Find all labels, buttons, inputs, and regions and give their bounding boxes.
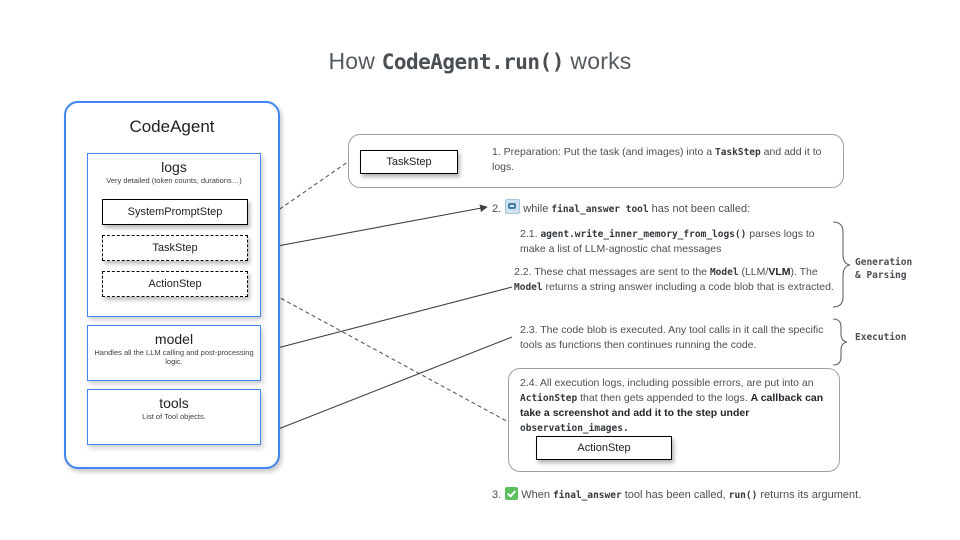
step24-text: 2.4. All execution logs, including possi… (520, 376, 830, 436)
step1-code-a: TaskStep (714, 147, 761, 158)
step22-bold-a: VLM (768, 266, 791, 278)
model-heading: model (154, 331, 194, 347)
step22-number: 2.2. (514, 266, 532, 278)
step23-text-a: The code blob is executed. Any tool call… (520, 324, 824, 351)
model-subtitle: Handles all the LLM calling and post-pro… (94, 348, 254, 367)
step24-code-a: ActionStep (520, 392, 578, 404)
step22-text-b: (LLM/ (738, 266, 769, 278)
step24-text-b: that then gets appended to the logs. (577, 391, 751, 404)
tools-subtitle: List of Tool objects. (142, 412, 206, 421)
step22-text: 2.2. These chat messages are sent to the… (514, 265, 834, 295)
step21-code-a: agent.write_inner_memory_from_logs() (540, 229, 747, 240)
codeagent-title: CodeAgent (129, 117, 215, 136)
page-title-code: CodeAgent.run() (381, 50, 565, 74)
step3-text-a: When (521, 489, 554, 501)
step21-number: 2.1. (520, 228, 538, 240)
step24-bold-code: observation_images. (520, 422, 629, 434)
step3-text: 3. When final_answer tool has been calle… (492, 487, 922, 504)
taskstep-badge[interactable]: TaskStep (360, 150, 458, 174)
actionstep-badge[interactable]: ActionStep (536, 436, 672, 460)
page-title-suffix: works (563, 48, 632, 74)
step3-code-a: final_answer (553, 490, 622, 501)
step24-text-a: All execution logs, including possible e… (537, 377, 814, 389)
step23-text: 2.3. The code blob is executed. Any tool… (520, 323, 838, 353)
step22-code-a: Model (709, 267, 739, 278)
logs-subtitle: Very detailed (token counts, durations…) (106, 176, 242, 185)
step24-number: 2.4. (520, 377, 538, 389)
step22-text-c: ). The (790, 266, 818, 278)
step2-number: 2. (492, 203, 502, 215)
side-label-generation: Generation & Parsing (855, 257, 913, 282)
model-card: model Handles all the LLM calling and po… (87, 325, 261, 381)
side-label-execution: Execution (855, 332, 907, 343)
step3-number: 3. (492, 489, 502, 501)
step1-panel (348, 134, 844, 188)
loop-icon (505, 199, 521, 214)
log-item-actionstep[interactable]: ActionStep (102, 271, 248, 297)
arrow-step23-to-tools (257, 336, 513, 439)
step21-text: 2.1. agent.write_inner_memory_from_logs(… (520, 227, 832, 257)
arrow-logs-to-step2 (255, 204, 488, 251)
step22-text-d: returns a string answer including a code… (542, 280, 834, 293)
step21-text-a: parses logs to make a list of LLM-agnost… (520, 228, 815, 255)
page-title: How CodeAgent.run() works (0, 48, 960, 75)
step3-text-b: tool has been called, (621, 489, 729, 501)
step23-number: 2.3. (520, 324, 538, 336)
tools-card: tools List of Tool objects. (87, 389, 261, 445)
step2-text-a: while (523, 203, 552, 215)
tools-heading: tools (159, 395, 189, 411)
codeagent-card: CodeAgent logs Very detailed (token coun… (64, 101, 280, 469)
page-title-prefix: How (328, 48, 382, 74)
step2-text-b: has not been called: (648, 203, 751, 215)
check-icon (505, 487, 519, 500)
step22-text-a: These chat messages are sent to the (531, 266, 710, 278)
bracket-generation-parsing (832, 221, 851, 308)
step3-text-c: returns its argument. (757, 489, 862, 501)
step3-code-b: run() (728, 490, 758, 501)
logs-card: logs Very detailed (token counts, durati… (87, 153, 261, 317)
logs-heading: logs (161, 159, 187, 175)
log-item-systempromptstep[interactable]: SystemPromptStep (102, 199, 248, 225)
arrow-step22-to-model (257, 286, 513, 355)
step1-text-b: and add it to logs. (492, 146, 822, 173)
step1-text: 1. Preparation: Put the task (and images… (492, 145, 836, 175)
step1-number: 1. (492, 146, 501, 158)
step22-code-b: Model (514, 281, 543, 293)
step1-text-a: Preparation: Put the task (and images) i… (500, 146, 715, 158)
log-item-taskstep[interactable]: TaskStep (102, 235, 248, 261)
step2-text: 2. while final_answer tool has not been … (492, 199, 842, 218)
step2-code-a: final_answer tool (551, 204, 649, 215)
step24-bold-a: A callback can take a screenshot and add… (520, 391, 824, 419)
